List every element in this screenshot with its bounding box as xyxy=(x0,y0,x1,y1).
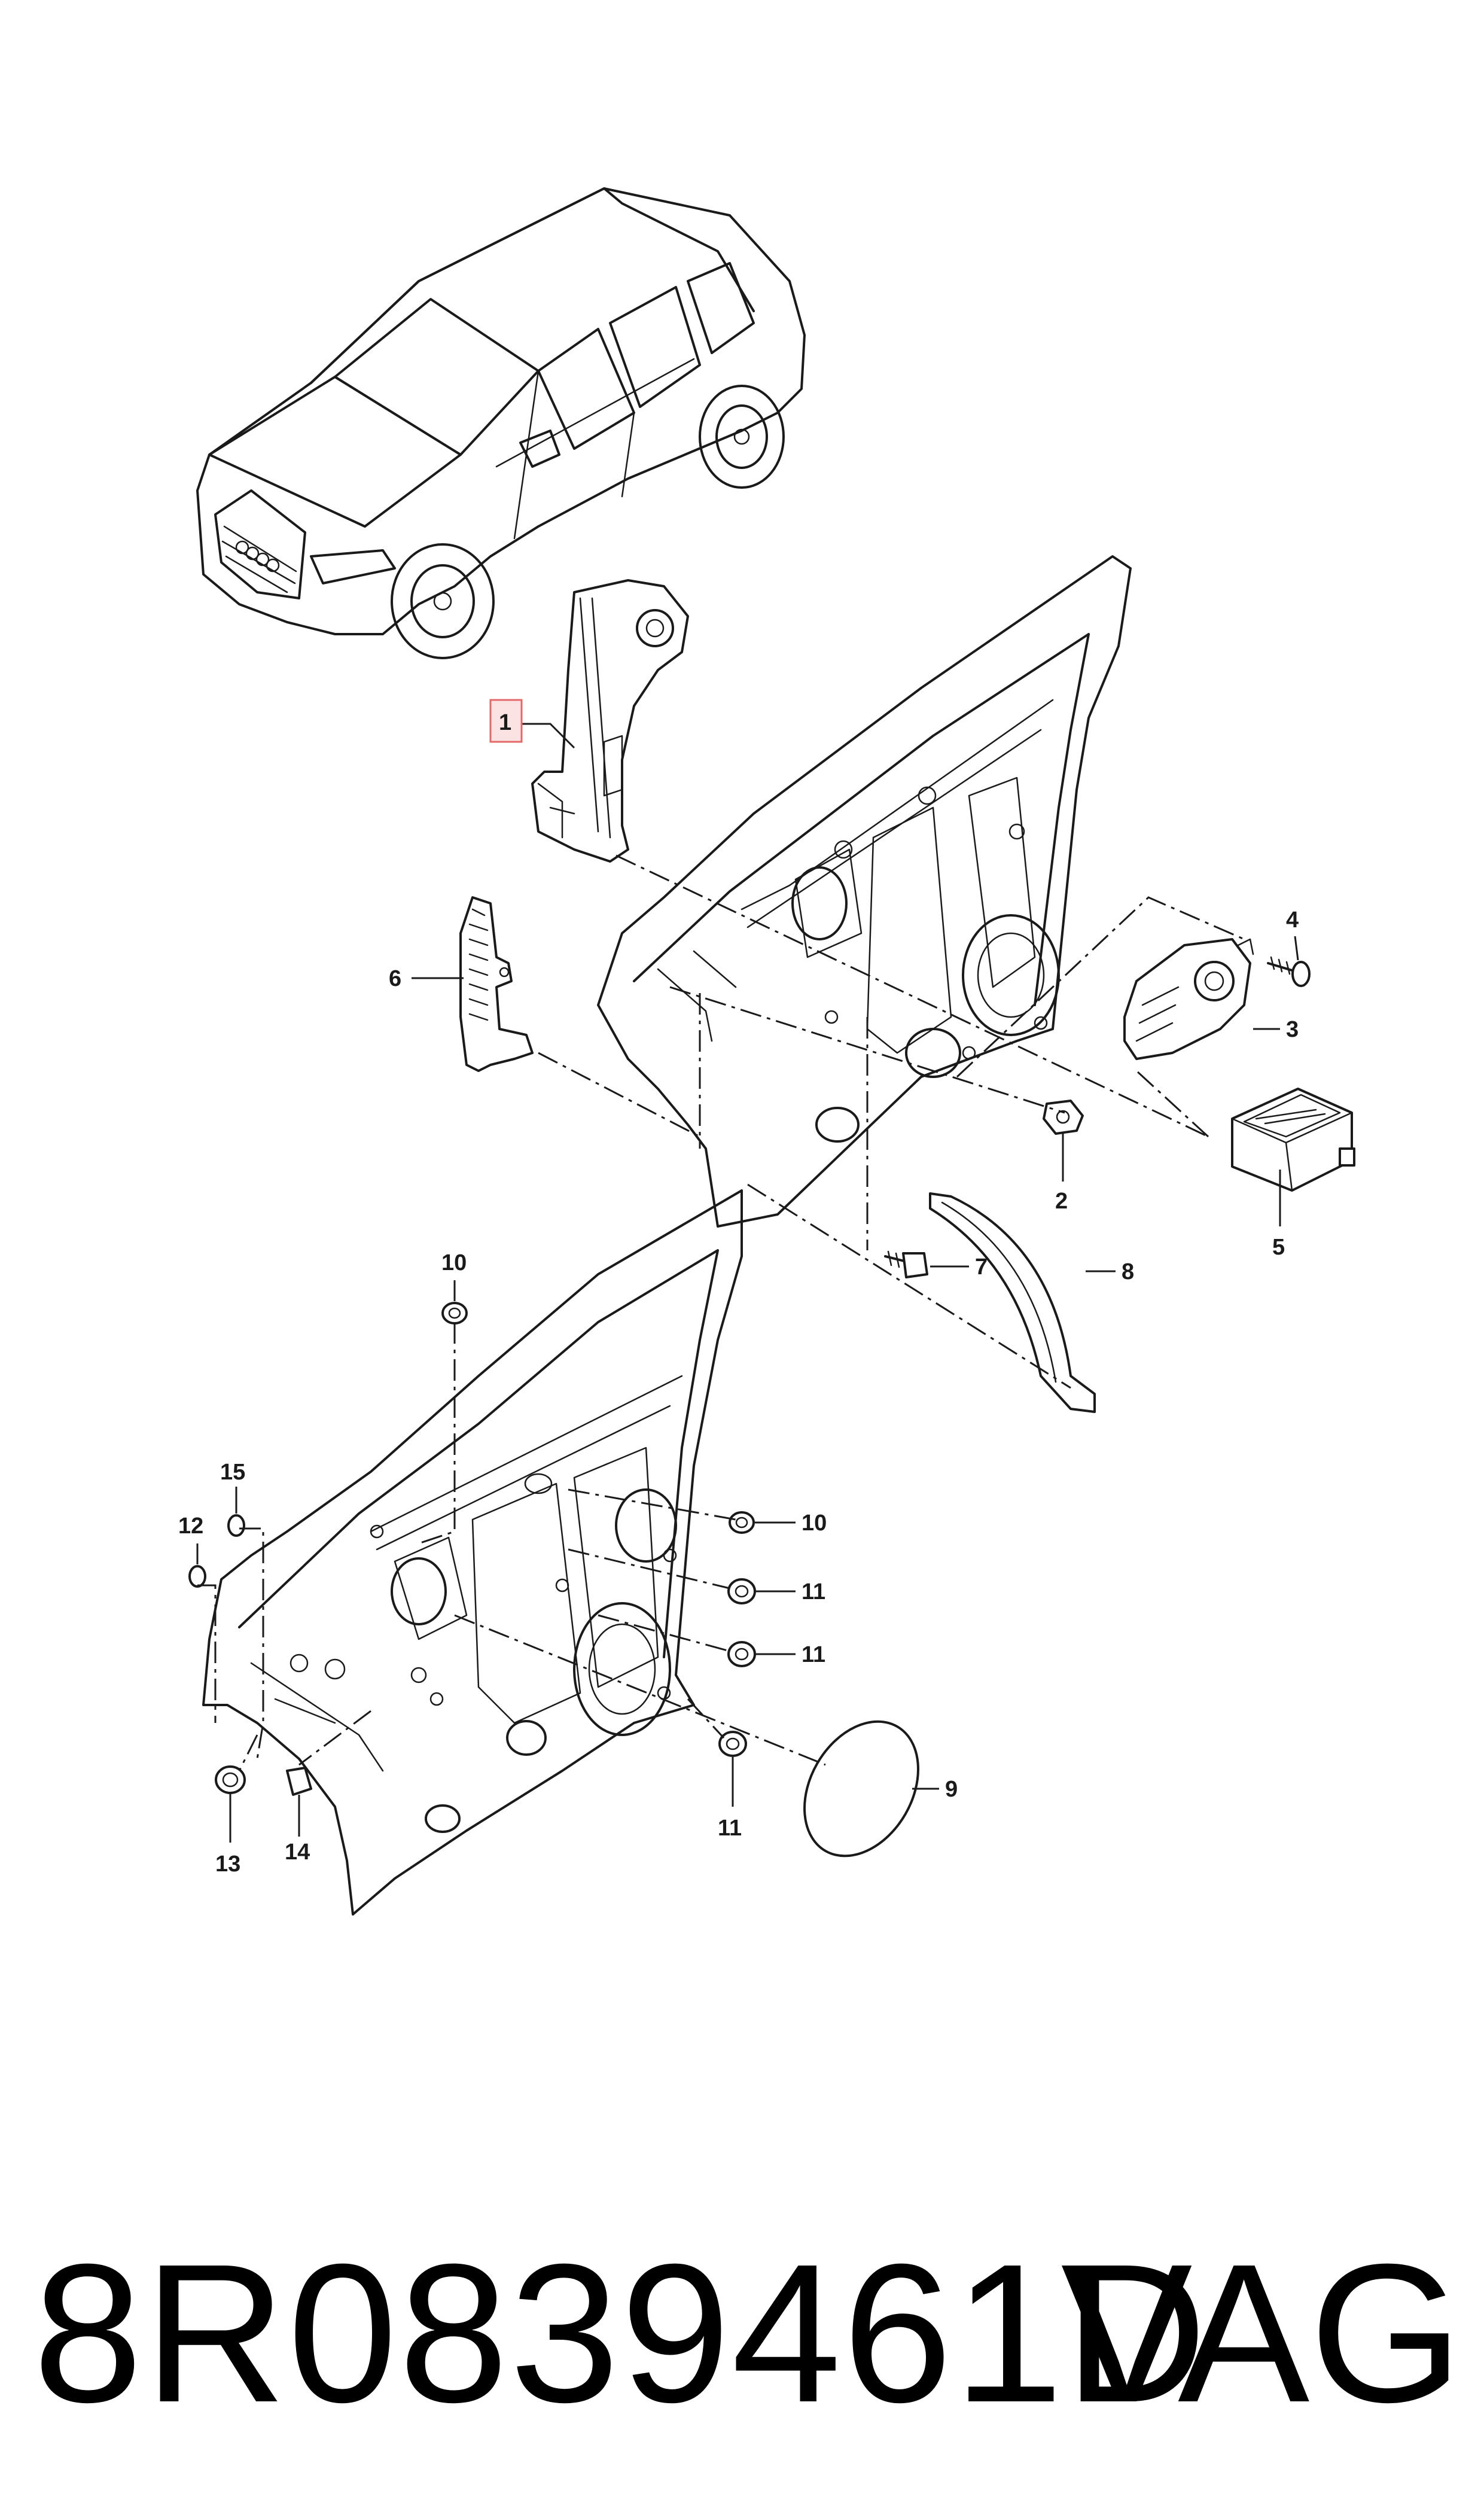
grommets xyxy=(188,1302,756,1796)
callout-11-a: 11 xyxy=(802,1579,825,1604)
callout-7: 7 xyxy=(975,1255,988,1280)
bolt-part-7 xyxy=(884,1250,928,1278)
callout-5: 5 xyxy=(1272,1235,1285,1260)
callout-14: 14 xyxy=(285,1840,310,1865)
callout-11-c: 11 xyxy=(718,1816,742,1841)
callout-12: 12 xyxy=(178,1514,203,1539)
screw-part-4 xyxy=(1267,956,1311,987)
leader-lines xyxy=(196,723,1299,1843)
window-regulator-part-1 xyxy=(531,579,689,863)
callout-10-right: 10 xyxy=(802,1511,827,1536)
callout-2: 2 xyxy=(1055,1189,1068,1214)
guide-rail-part-6 xyxy=(459,896,534,1072)
callout-8: 8 xyxy=(1122,1259,1134,1284)
front-door-frame-lower xyxy=(202,1189,743,1916)
callout-3: 3 xyxy=(1286,1017,1299,1042)
callout-15: 15 xyxy=(220,1460,245,1485)
callout-11-b: 11 xyxy=(802,1642,825,1667)
brand-label: VAG xyxy=(1061,2222,1463,2443)
part-number: 8R0839461D xyxy=(33,2222,1208,2443)
callout-1-highlight xyxy=(489,699,523,743)
callout-13: 13 xyxy=(215,1852,240,1877)
front-door-frame-upper xyxy=(597,555,1132,1228)
nut-part-2 xyxy=(1043,1100,1084,1135)
vehicle-illustration xyxy=(196,187,806,659)
assembly-lines xyxy=(197,854,1245,1771)
callout-10-upper: 10 xyxy=(441,1250,467,1275)
control-unit-part-5 xyxy=(1231,1088,1355,1192)
cover-disc-part-9 xyxy=(803,1720,919,1858)
callout-9: 9 xyxy=(945,1777,958,1802)
window-motor-part-3 xyxy=(1123,938,1254,1060)
callout-4: 4 xyxy=(1286,908,1299,933)
callout-1: 1 xyxy=(499,710,511,735)
seal-strip-part-8 xyxy=(929,1192,1096,1413)
callout-labels: 1 2 3 4 5 6 7 8 9 10 10 11 11 11 12 13 1… xyxy=(178,699,1299,1877)
callout-6: 6 xyxy=(389,966,401,991)
